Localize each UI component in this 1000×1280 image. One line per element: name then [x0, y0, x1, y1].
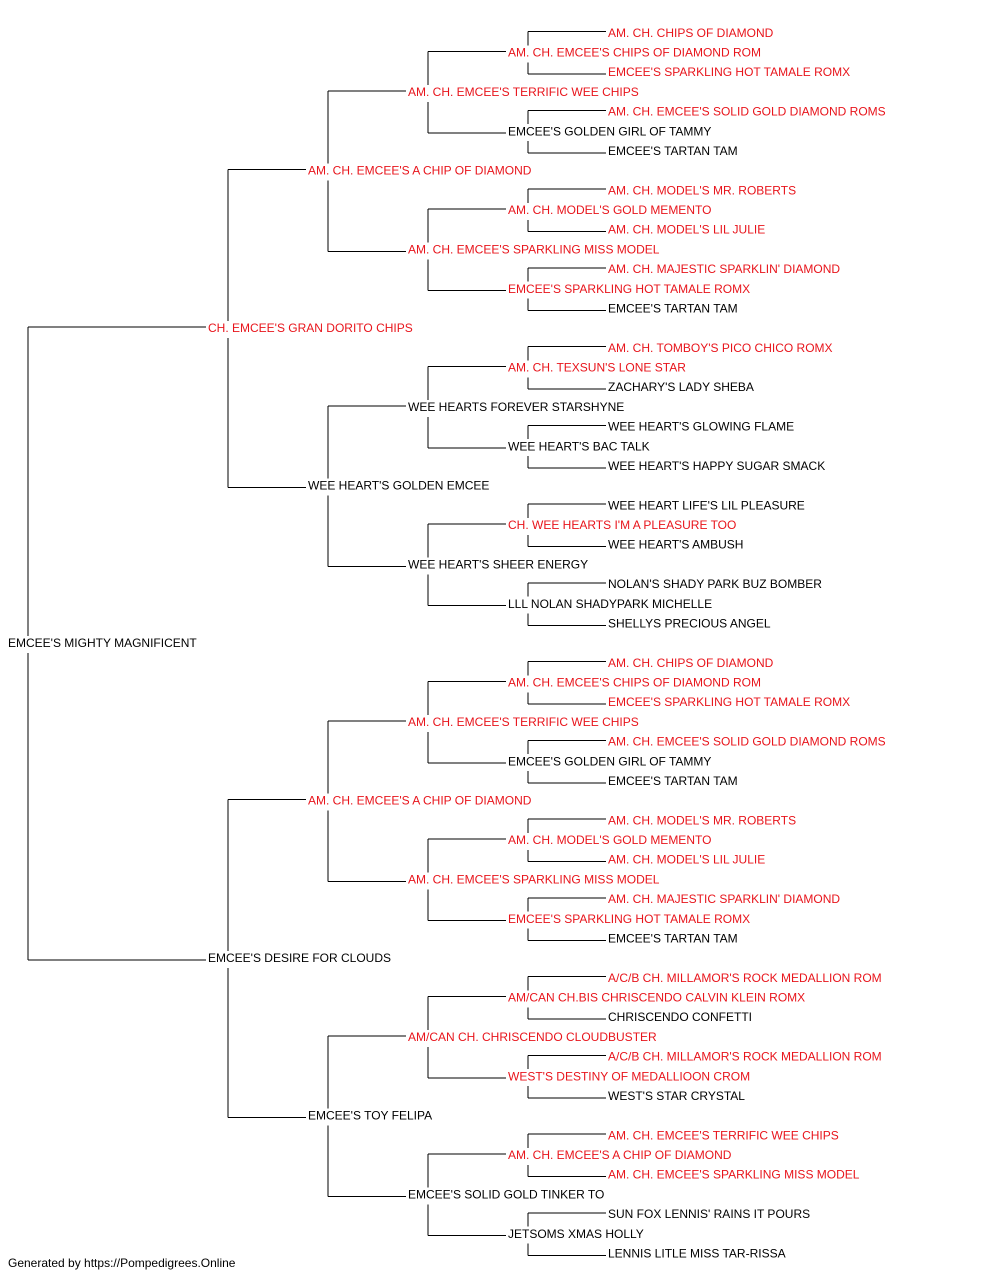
- gg-grandparent-name: AM. CH. EMCEE'S CHIPS OF DIAMOND ROM: [508, 676, 761, 690]
- great-grandparent-name: AM. CH. EMCEE'S TERRIFIC WEE CHIPS: [408, 715, 639, 729]
- ggg-grandparent-name: AM. CH. EMCEE'S TERRIFIC WEE CHIPS: [608, 1128, 839, 1142]
- gg-grandparent-name: AM. CH. MODEL'S GOLD MEMENTO: [508, 203, 711, 217]
- ggg-grandparent-name: CHRISCENDO CONFETTI: [608, 1010, 752, 1024]
- ggg-grandparent-name: AM. CH. CHIPS OF DIAMOND: [608, 26, 774, 40]
- gg-grandparent-name: AM. CH. EMCEE'S CHIPS OF DIAMOND ROM: [508, 46, 761, 60]
- ggg-grandparent-name: ZACHARY'S LADY SHEBA: [608, 380, 754, 394]
- grandparent-name: AM. CH. EMCEE'S A CHIP OF DIAMOND: [308, 164, 532, 178]
- great-grandparent-name: EMCEE'S SOLID GOLD TINKER TO: [408, 1187, 604, 1201]
- subject-name: EMCEE'S MIGHTY MAGNIFICENT: [8, 636, 197, 650]
- ggg-grandparent-name: WEE HEART'S HAPPY SUGAR SMACK: [608, 459, 825, 473]
- ggg-grandparent-name: AM. CH. MODEL'S LIL JULIE: [608, 853, 765, 867]
- gg-grandparent-name: JETSOMS XMAS HOLLY: [508, 1227, 644, 1241]
- great-grandparent-name: AM. CH. EMCEE'S SPARKLING MISS MODEL: [408, 242, 660, 256]
- gg-grandparent-name: EMCEE'S SPARKLING HOT TAMALE ROMX: [508, 912, 750, 926]
- gg-grandparent-name: AM/CAN CH.BIS CHRISCENDO CALVIN KLEIN RO…: [508, 991, 805, 1005]
- ggg-grandparent-name: AM. CH. EMCEE'S SOLID GOLD DIAMOND ROMS: [608, 735, 886, 749]
- gg-grandparent-name: AM. CH. TEXSUN'S LONE STAR: [508, 361, 686, 375]
- great-grandparent-name: WEE HEARTS FOREVER STARSHYNE: [408, 400, 624, 414]
- gg-grandparent-name: WEST'S DESTINY OF MEDALLIOON CROM: [508, 1069, 750, 1083]
- gg-grandparent-name: EMCEE'S GOLDEN GIRL OF TAMMY: [508, 754, 711, 768]
- grandparent-name: AM. CH. EMCEE'S A CHIP OF DIAMOND: [308, 794, 532, 808]
- ggg-grandparent-name: WEST'S STAR CRYSTAL: [608, 1089, 745, 1103]
- ggg-grandparent-name: A/C/B CH. MILLAMOR'S ROCK MEDALLION ROM: [608, 1050, 882, 1064]
- ggg-grandparent-name: AM. CH. MAJESTIC SPARKLIN' DIAMOND: [608, 892, 840, 906]
- ggg-grandparent-name: AM. CH. MODEL'S MR. ROBERTS: [608, 813, 796, 827]
- ggg-grandparent-name: EMCEE'S TARTAN TAM: [608, 774, 738, 788]
- ggg-grandparent-name: AM. CH. CHIPS OF DIAMOND: [608, 656, 774, 670]
- parent-name: CH. EMCEE'S GRAN DORITO CHIPS: [208, 321, 413, 335]
- ggg-grandparent-name: WEE HEART LIFE'S LIL PLEASURE: [608, 498, 805, 512]
- ggg-grandparent-name: AM. CH. MAJESTIC SPARKLIN' DIAMOND: [608, 262, 840, 276]
- ggg-grandparent-name: AM. CH. TOMBOY'S PICO CHICO ROMX: [608, 341, 833, 355]
- ggg-grandparent-name: AM. CH. EMCEE'S SPARKLING MISS MODEL: [608, 1168, 860, 1182]
- ggg-grandparent-name: AM. CH. MODEL'S LIL JULIE: [608, 223, 765, 237]
- great-grandparent-name: AM/CAN CH. CHRISCENDO CLOUDBUSTER: [408, 1030, 657, 1044]
- parent-name: EMCEE'S DESIRE FOR CLOUDS: [208, 951, 391, 965]
- ggg-grandparent-name: EMCEE'S SPARKLING HOT TAMALE ROMX: [608, 65, 850, 79]
- ggg-grandparent-name: NOLAN'S SHADY PARK BUZ BOMBER: [608, 577, 822, 591]
- ggg-grandparent-name: SHELLYS PRECIOUS ANGEL: [608, 616, 771, 630]
- gg-grandparent-name: WEE HEART'S BAC TALK: [508, 439, 650, 453]
- ggg-grandparent-name: WEE HEART'S AMBUSH: [608, 538, 743, 552]
- grandparent-name: WEE HEART'S GOLDEN EMCEE: [308, 479, 489, 493]
- great-grandparent-name: AM. CH. EMCEE'S SPARKLING MISS MODEL: [408, 872, 660, 886]
- gg-grandparent-name: LLL NOLAN SHADYPARK MICHELLE: [508, 597, 712, 611]
- gg-grandparent-name: AM. CH. EMCEE'S A CHIP OF DIAMOND: [508, 1148, 732, 1162]
- gg-grandparent-name: EMCEE'S SPARKLING HOT TAMALE ROMX: [508, 282, 750, 296]
- great-grandparent-name: WEE HEART'S SHEER ENERGY: [408, 557, 588, 571]
- ggg-grandparent-name: EMCEE'S TARTAN TAM: [608, 931, 738, 945]
- gg-grandparent-name: AM. CH. MODEL'S GOLD MEMENTO: [508, 833, 711, 847]
- footer-credit: Generated by https://Pompedigrees.Online: [8, 1256, 236, 1270]
- ggg-grandparent-name: EMCEE'S TARTAN TAM: [608, 301, 738, 315]
- ggg-grandparent-name: A/C/B CH. MILLAMOR'S ROCK MEDALLION ROM: [608, 971, 882, 985]
- ggg-grandparent-name: WEE HEART'S GLOWING FLAME: [608, 420, 794, 434]
- gg-grandparent-name: EMCEE'S GOLDEN GIRL OF TAMMY: [508, 124, 711, 138]
- ggg-grandparent-name: SUN FOX LENNIS' RAINS IT POURS: [608, 1207, 810, 1221]
- ggg-grandparent-name: EMCEE'S SPARKLING HOT TAMALE ROMX: [608, 695, 850, 709]
- gg-grandparent-name: CH. WEE HEARTS I'M A PLEASURE TOO: [508, 518, 736, 532]
- dog-names: EMCEE'S MIGHTY MAGNIFICENT CH. EMCEE'S GR…: [8, 26, 886, 1261]
- great-grandparent-name: AM. CH. EMCEE'S TERRIFIC WEE CHIPS: [408, 85, 639, 99]
- ggg-grandparent-name: LENNIS LITLE MISS TAR-RISSA: [608, 1246, 786, 1260]
- ggg-grandparent-name: EMCEE'S TARTAN TAM: [608, 144, 738, 158]
- ggg-grandparent-name: AM. CH. MODEL'S MR. ROBERTS: [608, 183, 796, 197]
- connector-lines: [27, 31, 606, 1256]
- grandparent-name: EMCEE'S TOY FELIPA: [308, 1109, 432, 1123]
- ggg-grandparent-name: AM. CH. EMCEE'S SOLID GOLD DIAMOND ROMS: [608, 105, 886, 119]
